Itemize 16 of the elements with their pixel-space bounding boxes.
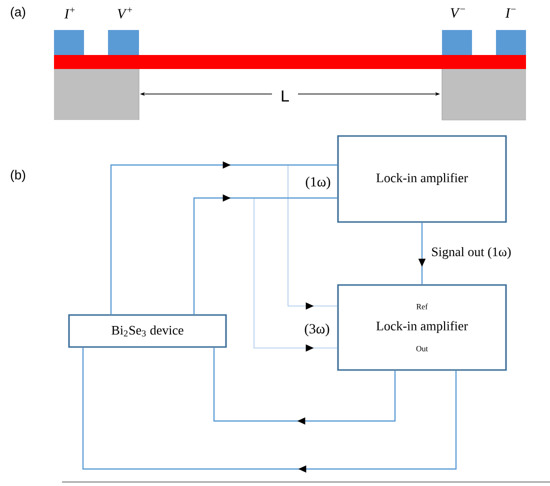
frequency-label: (1ω) — [306, 176, 330, 190]
device-box: Bi$_{2}$Se$_{3}$ device — [68, 314, 227, 348]
process-box: Ref Lock-in amplifier Out — [337, 284, 507, 371]
terminal-label: I$^{−}$ — [505, 8, 516, 18]
dimension-label: L — [282, 90, 289, 102]
frequency-label: (3ω) — [304, 324, 330, 336]
terminal-label: I$^{+}$ — [64, 8, 75, 18]
panel-label: (b) — [10, 170, 26, 182]
arrow — [82, 348, 457, 473]
terminal-label: V$^{+}$ — [118, 8, 132, 18]
process-box: Lock-in amplifier — [337, 135, 507, 223]
panel-label: (a) — [10, 6, 26, 20]
arrow — [213, 348, 396, 425]
terminal-label: V$^{−}$ — [450, 8, 465, 18]
arrow — [193, 194, 338, 314]
edge-label: Signal out (1ω) — [430, 246, 512, 260]
